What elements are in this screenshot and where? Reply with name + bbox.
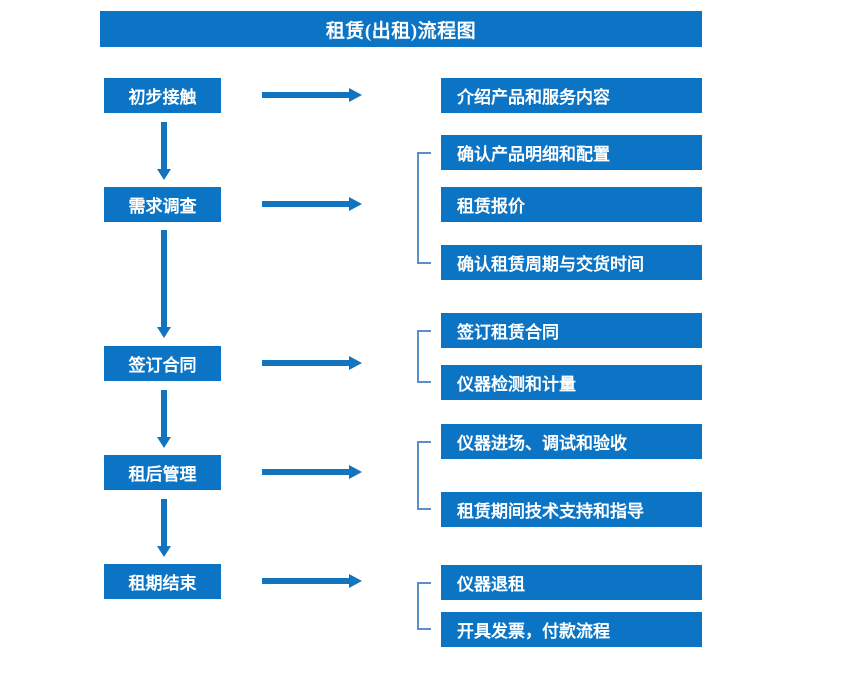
right-arrow-icon-5 <box>262 572 362 590</box>
right-arrow-icon-2 <box>262 195 362 213</box>
stage-box-4[interactable]: 租后管理 <box>104 455 221 490</box>
detail-box-10[interactable]: 开具发票，付款流程 <box>441 612 702 647</box>
detail-box-8[interactable]: 租赁期间技术支持和指导 <box>441 492 702 527</box>
group-bracket-4 <box>417 441 431 510</box>
detail-box-9[interactable]: 仪器退租 <box>441 565 702 600</box>
chart-title: 租赁(出租)流程图 <box>100 11 702 47</box>
detail-box-6[interactable]: 仪器检测和计量 <box>441 365 702 400</box>
detail-box-4[interactable]: 确认租赁周期与交货时间 <box>441 245 702 280</box>
right-arrow-icon-3 <box>262 354 362 372</box>
right-arrow-icon-1 <box>262 86 362 104</box>
stage-box-1[interactable]: 初步接触 <box>104 78 221 113</box>
group-bracket-2 <box>417 152 431 264</box>
group-bracket-3 <box>417 330 431 383</box>
stage-box-5[interactable]: 租期结束 <box>104 564 221 599</box>
group-bracket-5 <box>417 582 431 630</box>
detail-box-5[interactable]: 签订租赁合同 <box>441 313 702 348</box>
right-arrow-icon-4 <box>262 463 362 481</box>
down-arrow-icon-1 <box>157 122 171 180</box>
down-arrow-icon-3 <box>157 390 171 448</box>
down-arrow-icon-4 <box>157 499 171 557</box>
stage-box-3[interactable]: 签订合同 <box>104 346 221 381</box>
detail-box-1[interactable]: 介绍产品和服务内容 <box>441 78 702 113</box>
down-arrow-icon-2 <box>157 230 171 338</box>
detail-box-2[interactable]: 确认产品明细和配置 <box>441 135 702 170</box>
stage-box-2[interactable]: 需求调查 <box>104 187 221 222</box>
detail-box-7[interactable]: 仪器进场、调试和验收 <box>441 424 702 459</box>
detail-box-3[interactable]: 租赁报价 <box>441 187 702 222</box>
